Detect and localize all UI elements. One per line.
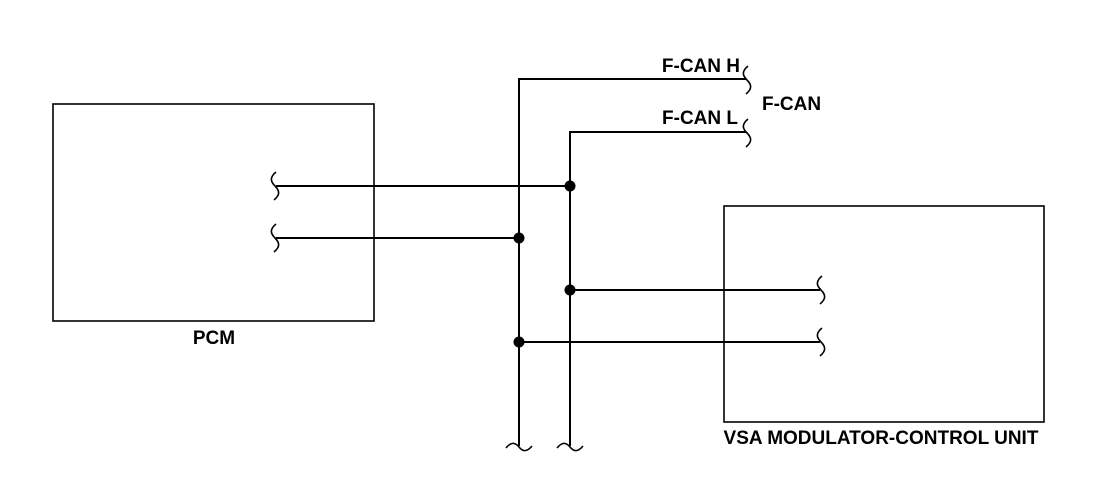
f-can-h-break (742, 65, 752, 95)
vsa-label: VSA MODULATOR-CONTROL UNIT (724, 428, 1039, 449)
f-can-bus: F-CAN H F-CAN L F-CAN (276, 56, 821, 452)
f-can-h-label: F-CAN H (662, 56, 740, 77)
pcm-connector-break-top (270, 171, 280, 201)
pcm-connector-break-bottom (270, 223, 280, 253)
junction-dot-pcm-h (513, 232, 525, 244)
junction-dot-vsa-h (513, 336, 525, 348)
junction-dot-pcm-l (564, 180, 576, 192)
vsa-connector-break-top (816, 275, 826, 305)
pcm-label: PCM (193, 328, 235, 349)
f-can-l-bottom-break (556, 442, 584, 452)
f-can-h-bottom-break (505, 442, 533, 452)
f-can-h-trunk (518, 78, 746, 446)
vsa-box (723, 205, 1045, 423)
pcm-box (52, 103, 375, 322)
vsa-module: VSA MODULATOR-CONTROL UNIT (723, 205, 1045, 449)
f-can-l-break (742, 118, 752, 148)
pcm-module: PCM (52, 103, 375, 349)
f-can-l-label: F-CAN L (662, 108, 738, 129)
vsa-connector-break-bottom (816, 327, 826, 357)
junction-dot-vsa-l (564, 284, 576, 296)
f-can-bus-label: F-CAN (762, 94, 821, 115)
